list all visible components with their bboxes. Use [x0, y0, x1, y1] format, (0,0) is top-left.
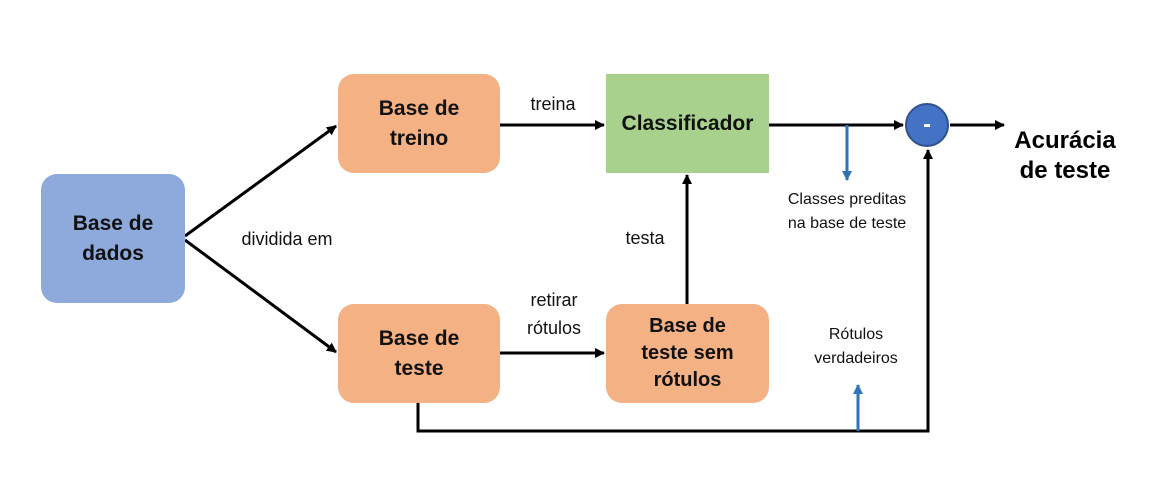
accuracy-output: Acurácia de teste [1002, 96, 1128, 186]
test-label: Base de teste [378, 326, 460, 380]
subtract-label: - [923, 111, 931, 138]
arrow-test-to-subtract [416, 149, 933, 433]
tests-label: testa [625, 228, 665, 248]
arrow-database-to-train [184, 124, 337, 238]
arrow-database-to-test [184, 238, 337, 354]
train-node: Base de treino [338, 74, 500, 173]
true-labels-label: Rótulos verdadeiros [814, 326, 898, 367]
train-label: Base de treino [378, 96, 460, 150]
test-unlabeled-label: Base de teste sem rótulos [641, 315, 734, 391]
classifier-label: Classificador [621, 111, 754, 135]
accuracy-label: Acurácia de teste [1014, 127, 1116, 184]
predicted-classes-label: Classes preditas na base de teste [787, 191, 907, 232]
split-label: dividida em [241, 229, 333, 249]
subtract-node: - [905, 103, 949, 147]
remove-labels-label: retirar rótulos [526, 290, 582, 338]
test-unlabeled-node: Base de teste sem rótulos [606, 304, 769, 403]
database-node: Base de dados [41, 174, 185, 303]
database-label: Base de dados [72, 211, 154, 265]
test-node: Base de teste [338, 304, 500, 403]
trains-label: treina [530, 94, 576, 114]
classifier-node: Classificador [606, 74, 769, 173]
